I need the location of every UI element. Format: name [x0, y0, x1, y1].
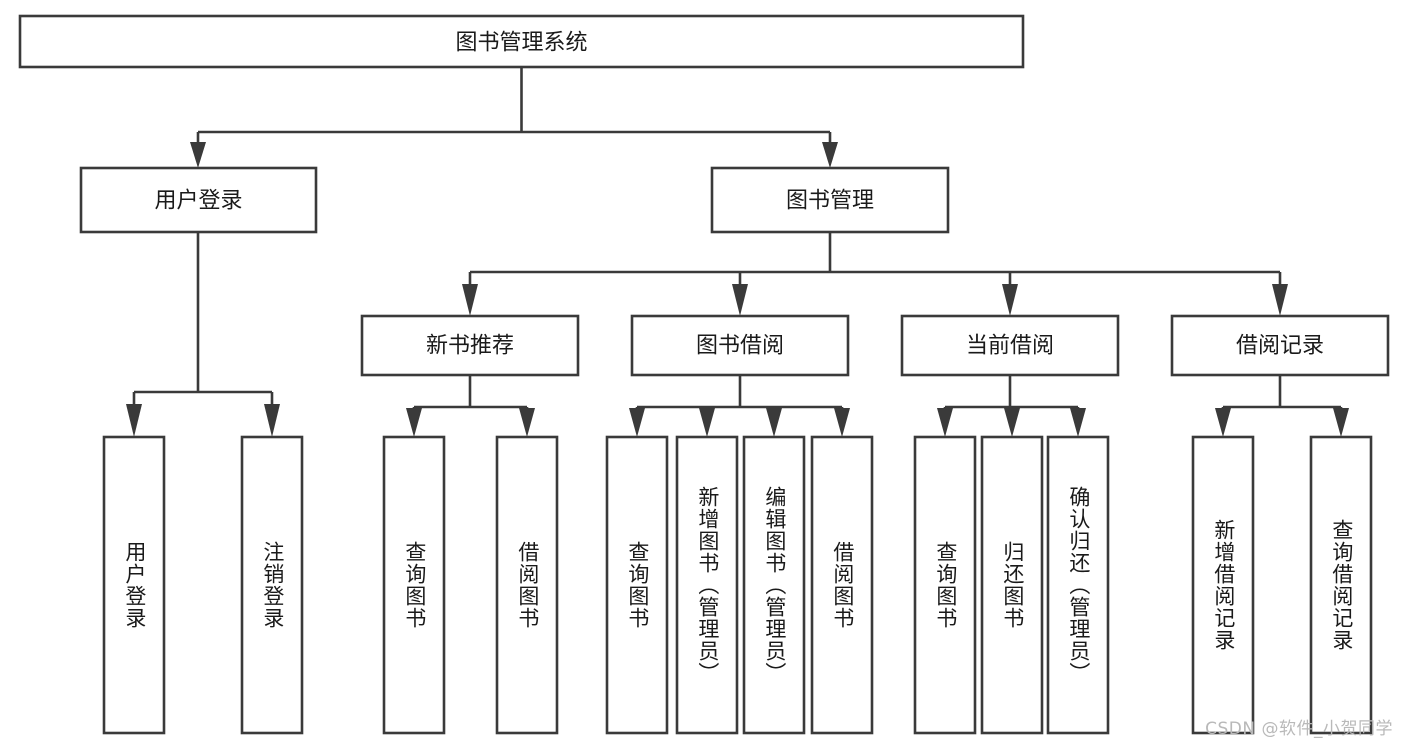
- node-book-manage-label: 图书管理: [786, 189, 874, 214]
- leaf-label-user-login-1: 注销登录: [260, 541, 285, 629]
- leaf-label-wrap-borrow-0: 查询图书: [607, 437, 667, 733]
- node-current-borrow-box[interactable]: [900, 314, 1120, 377]
- leaf-label-wrap-current-1: 归还图书: [982, 437, 1042, 733]
- leaf-label-record-1: 查询借阅记录: [1329, 519, 1354, 651]
- arrow-to-borrow-leaf-2: [699, 408, 715, 437]
- leaf-label-recommend-0: 查询图书: [402, 541, 427, 629]
- leaf-label-borrow-3: 借阅图书: [830, 541, 855, 629]
- arrow-to-borrow-leaf-4: [834, 408, 850, 437]
- node-borrow-record-box[interactable]: [1170, 314, 1390, 377]
- arrow-to-current-leaf-2: [1004, 408, 1020, 437]
- arrow-to-book-borrow: [732, 284, 748, 316]
- leaf-box-record-0[interactable]: [1191, 435, 1255, 735]
- node-user-login-label: 用户登录: [154, 189, 242, 214]
- leaf-label-recommend-1: 借阅图书: [515, 541, 540, 629]
- arrow-to-recommend-leaf-1: [406, 408, 422, 437]
- leaf-label-wrap-current-0: 查询图书: [915, 437, 975, 733]
- leaf-box-recommend-0[interactable]: [382, 435, 446, 735]
- arrow-to-user-login: [190, 142, 206, 168]
- leaf-label-wrap-borrow-3: 借阅图书: [812, 437, 872, 733]
- leaf-label-borrow-0: 查询图书: [625, 541, 650, 629]
- leaf-box-borrow-0[interactable]: [605, 435, 669, 735]
- arrow-to-current-leaf-3: [1070, 408, 1086, 437]
- leaf-box-current-0[interactable]: [913, 435, 977, 735]
- leaf-label-borrow-1: 新增图书（管理员）: [695, 486, 720, 684]
- leaf-box-user-login-0[interactable]: [102, 435, 166, 735]
- leaf-box-record-1[interactable]: [1309, 435, 1373, 735]
- arrow-to-new-book-recommend: [462, 284, 478, 316]
- node-layer: 图书管理系统 用户登录 图书管理 新书推荐 图书借阅 当前借阅 借阅记录: [18, 14, 1390, 735]
- node-current-borrow-label: 当前借阅: [966, 334, 1054, 359]
- arrow-to-record-leaf-2: [1333, 408, 1349, 437]
- arrow-to-book-manage: [822, 142, 838, 168]
- connector-layer: [126, 67, 1349, 437]
- node-borrow-record-label: 借阅记录: [1236, 334, 1324, 359]
- node-book-borrow-label: 图书借阅: [696, 334, 784, 359]
- node-new-book-recommend-box[interactable]: [360, 314, 580, 377]
- leaf-label-borrow-2: 编辑图书（管理员）: [762, 486, 787, 684]
- leaf-box-recommend-1[interactable]: [495, 435, 559, 735]
- leaf-label-wrap-recommend-0: 查询图书: [384, 437, 444, 733]
- arrow-to-recommend-leaf-2: [519, 408, 535, 437]
- leaf-box-borrow-1[interactable]: [675, 435, 739, 735]
- leaf-box-borrow-3[interactable]: [810, 435, 874, 735]
- arrow-to-current-borrow: [1002, 284, 1018, 316]
- leaf-box-current-2[interactable]: [1046, 435, 1110, 735]
- leaf-box-user-login-1[interactable]: [240, 435, 304, 735]
- leaf-box-borrow-2[interactable]: [742, 435, 806, 735]
- node-new-book-recommend-label: 新书推荐: [426, 334, 514, 359]
- leaf-label-wrap-current-2: 确认归还（管理员）: [1048, 437, 1108, 733]
- leaf-label-current-0: 查询图书: [933, 541, 958, 629]
- leaf-label-wrap-user-login-1: 注销登录: [242, 437, 302, 733]
- arrow-to-current-leaf-1: [937, 408, 953, 437]
- leaf-label-current-2: 确认归还（管理员）: [1066, 486, 1091, 684]
- node-book-manage-box[interactable]: [710, 166, 950, 234]
- node-user-login-box[interactable]: [79, 166, 318, 234]
- arrow-to-leaf-user-login: [126, 404, 142, 437]
- node-root-box[interactable]: [18, 14, 1025, 69]
- leaf-box-current-1[interactable]: [980, 435, 1044, 735]
- leaf-label-wrap-recommend-1: 借阅图书: [497, 437, 557, 733]
- arrow-to-borrow-leaf-3: [766, 408, 782, 437]
- leaf-label-wrap-user-login-0: 用户登录: [104, 437, 164, 733]
- arrow-to-borrow-leaf-1: [629, 408, 645, 437]
- arrow-to-leaf-logout: [264, 404, 280, 437]
- leaf-label-user-login-0: 用户登录: [122, 541, 147, 629]
- node-book-borrow-box[interactable]: [630, 314, 850, 377]
- leaf-label-wrap-record-0: 新增借阅记录: [1193, 437, 1253, 733]
- leaf-label-record-0: 新增借阅记录: [1211, 519, 1236, 651]
- leaf-label-wrap-borrow-2: 编辑图书（管理员）: [744, 437, 804, 733]
- node-root-label: 图书管理系统: [455, 31, 587, 56]
- leaf-label-wrap-borrow-1: 新增图书（管理员）: [677, 437, 737, 733]
- leaf-label-current-1: 归还图书: [1000, 541, 1025, 629]
- arrow-to-record-leaf-1: [1215, 408, 1231, 437]
- leaf-label-wrap-record-1: 查询借阅记录: [1311, 437, 1371, 733]
- arrow-to-borrow-record: [1272, 284, 1288, 316]
